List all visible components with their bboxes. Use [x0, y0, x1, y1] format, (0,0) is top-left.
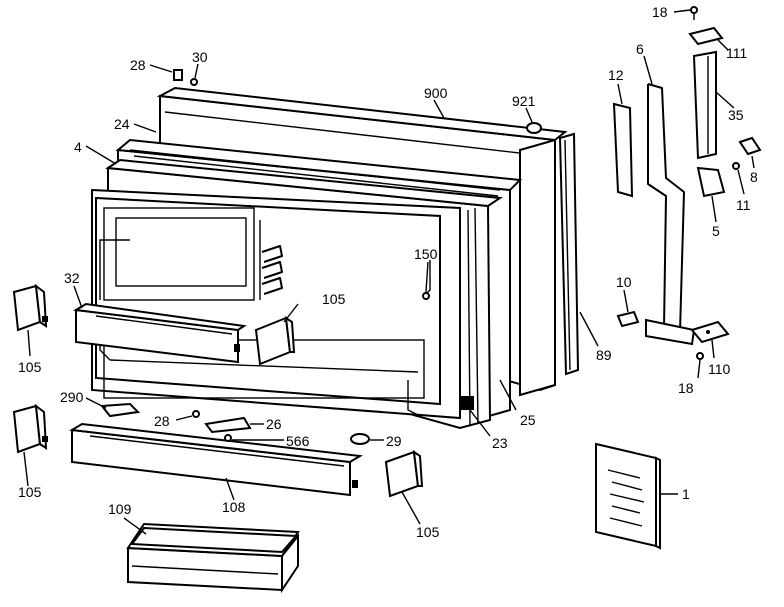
- label-32: 32: [64, 270, 80, 286]
- label-89: 89: [596, 347, 612, 363]
- label-921: 921: [512, 93, 536, 109]
- label-105-left-bottom: 105: [18, 484, 42, 500]
- label-23: 23: [492, 435, 508, 451]
- label-566: 566: [286, 433, 310, 449]
- label-1: 1: [682, 486, 690, 502]
- label-5: 5: [712, 223, 720, 239]
- door-shelf-32: [72, 302, 247, 364]
- hinge-part-6: [645, 83, 696, 346]
- door-bin-109: [126, 522, 300, 594]
- label-18-bottom: 18: [678, 380, 694, 396]
- leader-lines: [23, 9, 755, 535]
- shelf-bracket-left-top: [12, 283, 48, 332]
- label-150: 150: [414, 246, 438, 262]
- label-4: 4: [74, 139, 82, 155]
- label-18-top: 18: [652, 4, 668, 20]
- shelf-bracket-left-bottom: [12, 403, 48, 454]
- label-6: 6: [636, 41, 644, 57]
- label-105-bottom: 105: [416, 524, 440, 540]
- label-28-bottom: 28: [154, 413, 170, 429]
- shelf-bracket-mid: [254, 315, 296, 366]
- label-109: 109: [108, 501, 132, 517]
- hinge-part-5: [696, 166, 726, 198]
- label-12: 12: [608, 67, 624, 83]
- label-24: 24: [114, 116, 130, 132]
- label-105-mid: 105: [322, 291, 346, 307]
- hinge-part-110: [690, 320, 730, 344]
- label-108: 108: [222, 499, 246, 515]
- label-10: 10: [616, 274, 632, 290]
- label-29: 29: [386, 433, 402, 449]
- label-105-left-top: 105: [18, 359, 42, 375]
- instruction-manual: [595, 442, 661, 550]
- door-seal-strip: [558, 132, 580, 376]
- label-111: 111: [726, 45, 747, 61]
- label-30: 30: [192, 49, 208, 65]
- label-28-top: 28: [130, 57, 146, 73]
- hinge-part-111: [688, 26, 724, 46]
- hinge-part-35: [692, 50, 717, 160]
- callout-labels: 18 111 28 30 6 12 900 921 35 24 4 8 11 5…: [18, 4, 758, 540]
- screws: [173, 6, 740, 360]
- label-25: 25: [520, 412, 536, 428]
- hinge-part-10: [616, 310, 640, 328]
- bottom-small-parts: [100, 396, 474, 445]
- label-35: 35: [728, 107, 744, 123]
- label-26: 26: [266, 416, 282, 432]
- label-8: 8: [750, 169, 758, 185]
- door-inner-liner: [91, 188, 461, 420]
- label-900: 900: [424, 85, 448, 101]
- label-11: 11: [736, 197, 751, 213]
- label-290: 290: [60, 389, 84, 405]
- door-shelf-108: [68, 422, 364, 497]
- shelf-bracket-bottom: [384, 449, 424, 498]
- label-110: 110: [708, 361, 731, 377]
- hinge-part-12: [612, 102, 634, 198]
- hinge-part-8: [738, 136, 762, 156]
